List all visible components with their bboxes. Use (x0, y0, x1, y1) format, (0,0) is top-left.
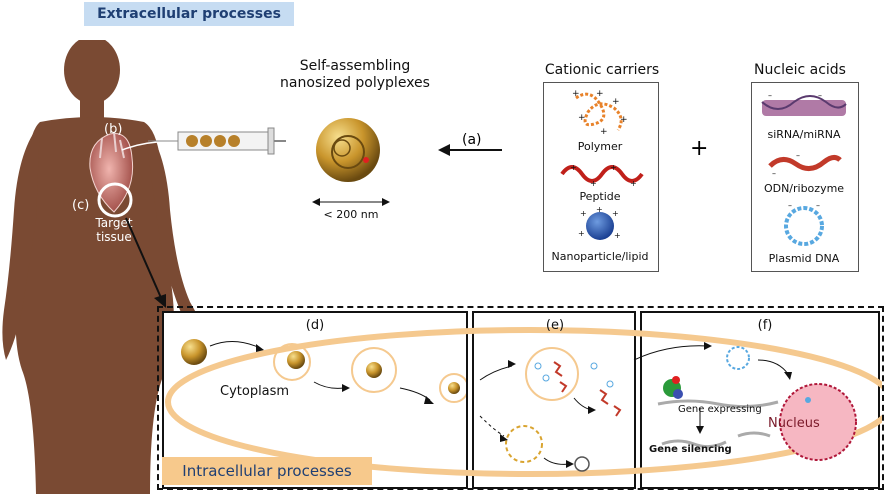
svg-text:+: + (620, 115, 628, 125)
peptide-icon: + + + + (560, 163, 644, 186)
svg-text:+: + (600, 127, 608, 137)
cytoplasm-label: Cytoplasm (220, 384, 290, 399)
svg-text:+: + (596, 89, 604, 99)
label-c: (c) (72, 198, 90, 213)
label-b: (b) (104, 122, 123, 137)
cationic-carriers-title: Cationic carriers (544, 62, 660, 78)
plasmid-icon: –– (784, 201, 824, 246)
self-assembling-title: Self-assembling nanosized polyplexes (280, 58, 430, 91)
endosome-escape (479, 347, 622, 472)
svg-text:+: + (614, 231, 621, 240)
svg-text:+: + (570, 163, 577, 172)
polyplex-sphere-icon (316, 118, 380, 182)
arrow-a (438, 144, 502, 156)
svg-text:–: – (788, 201, 792, 210)
svg-text:+: + (612, 209, 619, 218)
svg-text:+: + (630, 179, 637, 186)
cell-membrane-ellipse (165, 327, 882, 477)
polymer-label: Polymer (577, 140, 623, 153)
svg-text:–: – (818, 92, 822, 100)
panel-e-label: (e) (545, 318, 565, 333)
intracellular-dashed-box (157, 306, 884, 490)
gene-silencing-label: Gene silencing (649, 444, 732, 455)
arrow-a-label: (a) (462, 132, 482, 148)
extracellular-title: Extracellular processes (84, 2, 294, 26)
gene-expressing-label: Gene expressing (678, 404, 762, 415)
nanoparticle-icon: + + + + + (578, 206, 621, 240)
target-tissue-label: Target tissue (95, 216, 133, 244)
gene-expression-region (633, 342, 857, 461)
sirna-label: siRNA/miRNA (767, 128, 841, 141)
syringe-icon (121, 127, 286, 155)
endocytosis-sequence (181, 339, 466, 404)
svg-text:+: + (612, 97, 620, 107)
svg-text:–: – (816, 201, 820, 210)
target-tissue-circle (97, 182, 133, 218)
svg-text:+: + (578, 229, 585, 238)
svg-text:+: + (578, 113, 586, 123)
svg-text:+: + (572, 89, 580, 99)
svg-text:+: + (610, 163, 617, 172)
odn-label: ODN/ribozyme (763, 182, 845, 195)
nanoparticle-label: Nanoparticle/lipid (551, 250, 649, 263)
nucleic-acids-title: Nucleic acids (754, 62, 846, 78)
odn-icon: –– (768, 151, 842, 176)
svg-text:–: – (796, 151, 800, 160)
plus-sign: + (690, 136, 709, 161)
peptide-label: Peptide (579, 190, 621, 203)
svg-text:–: – (768, 92, 772, 100)
body-to-cell-arrow (125, 217, 166, 308)
svg-text:+: + (590, 179, 597, 186)
size-arrow (312, 198, 390, 206)
size-label: < 200 nm (323, 208, 379, 221)
plasmid-label: Plasmid DNA (768, 252, 840, 265)
polymer-icon: ++ ++ ++ (572, 89, 628, 137)
sirna-icon: –– (761, 92, 847, 116)
svg-text:–: – (772, 169, 776, 176)
svg-text:+: + (580, 209, 587, 218)
nucleus-label: Nucleus (768, 416, 820, 431)
intracellular-title: Intracellular processes (162, 457, 372, 485)
panel-f-label: (f) (757, 318, 773, 333)
panel-d-label: (d) (305, 318, 325, 333)
svg-text:+: + (596, 206, 603, 214)
human-body-silhouette (2, 40, 214, 494)
